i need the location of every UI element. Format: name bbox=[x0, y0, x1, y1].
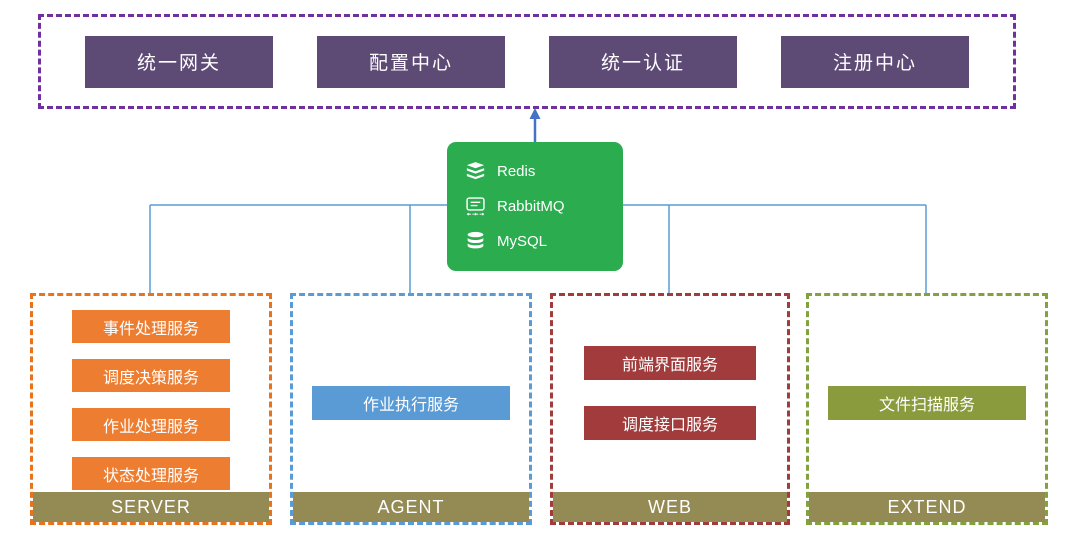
middleware-row-redis: Redis bbox=[464, 157, 623, 187]
redis-icon bbox=[466, 162, 485, 180]
mysql-icon bbox=[467, 231, 484, 249]
middleware-label-mysql: MySQL bbox=[497, 233, 548, 250]
group-web: 前端界面服务 调度接口服务 WEB bbox=[550, 293, 790, 525]
platform-box-gateway: 统一网关 bbox=[85, 35, 273, 88]
middleware-row-rabbitmq: RabbitMQ bbox=[464, 192, 623, 222]
middleware-box: Redis RabbitMQ bbox=[447, 142, 623, 271]
platform-box-config-center: 配置中心 bbox=[317, 35, 505, 88]
up-arrow bbox=[529, 108, 541, 142]
middleware-label-rabbitmq: RabbitMQ bbox=[497, 198, 565, 215]
middleware-label-redis: Redis bbox=[497, 163, 536, 180]
platform-box-registry: 注册中心 bbox=[781, 35, 969, 88]
rabbitmq-icon bbox=[466, 197, 485, 216]
platform-group: 统一网关 配置中心 统一认证 注册中心 bbox=[38, 14, 1016, 109]
group-label-web: WEB bbox=[553, 492, 787, 522]
service-box-job-execution: 作业执行服务 bbox=[312, 386, 510, 420]
service-box-event-processing: 事件处理服务 bbox=[72, 310, 230, 343]
group-label-extend: EXTEND bbox=[809, 492, 1045, 522]
group-agent: 作业执行服务 AGENT bbox=[290, 293, 532, 525]
service-box-file-scan: 文件扫描服务 bbox=[828, 386, 1026, 420]
service-box-state-processing: 状态处理服务 bbox=[72, 457, 230, 490]
platform-box-auth: 统一认证 bbox=[549, 35, 737, 88]
group-extend: 文件扫描服务 EXTEND bbox=[806, 293, 1048, 525]
group-server: 事件处理服务 调度决策服务 作业处理服务 状态处理服务 SERVER bbox=[30, 293, 272, 525]
middleware-row-mysql: MySQL bbox=[464, 227, 623, 257]
service-box-frontend-ui: 前端界面服务 bbox=[584, 346, 756, 380]
service-box-dispatch-api: 调度接口服务 bbox=[584, 406, 756, 440]
group-label-server: SERVER bbox=[33, 492, 269, 522]
service-box-job-processing: 作业处理服务 bbox=[72, 408, 230, 441]
service-box-dispatch-decision: 调度决策服务 bbox=[72, 359, 230, 392]
group-label-agent: AGENT bbox=[293, 492, 529, 522]
